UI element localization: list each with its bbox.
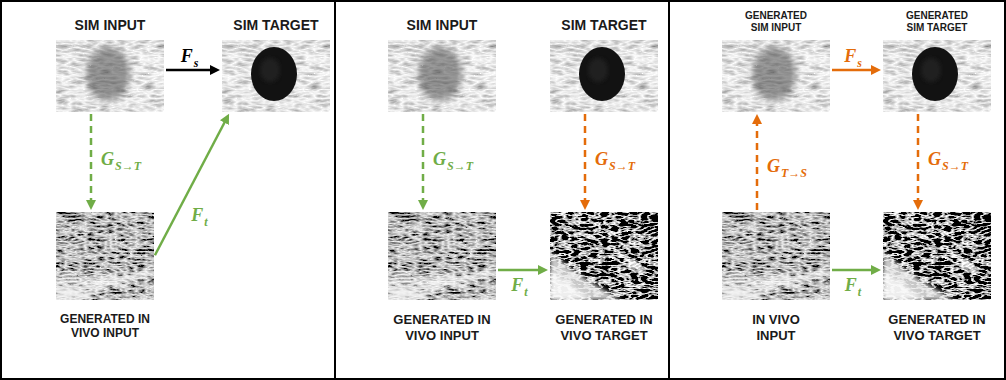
image-tile: SIM INPUT bbox=[388, 17, 496, 112]
image-label: GENERATED IN VIVO TARGET bbox=[550, 312, 658, 343]
image-area bbox=[722, 40, 830, 112]
ultrasound-image bbox=[56, 212, 154, 300]
ultrasound-image bbox=[883, 212, 991, 300]
image-label: GENERATED IN VIVO INPUT bbox=[56, 312, 154, 341]
image-tile: GENERATED IN VIVO INPUT bbox=[56, 212, 154, 341]
dashed-arrow bbox=[756, 121, 759, 210]
ultrasound-image bbox=[722, 212, 830, 300]
function-label: Fs bbox=[180, 47, 200, 65]
ultrasound-image bbox=[550, 212, 658, 300]
image-area bbox=[722, 212, 830, 300]
image-tile: GENERATED SIM INPUT bbox=[722, 10, 830, 112]
dashed-arrow bbox=[422, 114, 425, 203]
ultrasound-image bbox=[883, 40, 991, 112]
image-label: IN VIVO INPUT bbox=[741, 312, 811, 343]
function-label: GT→S bbox=[766, 157, 808, 175]
image-area bbox=[550, 40, 658, 112]
image-tile: IN VIVO INPUT bbox=[722, 212, 830, 343]
function-label: GS→T bbox=[100, 150, 142, 168]
image-area bbox=[388, 212, 496, 300]
function-label: GS→T bbox=[432, 150, 474, 168]
function-label: Ft bbox=[190, 206, 208, 224]
function-label: GS→T bbox=[927, 150, 969, 168]
image-label: GENERATED IN VIVO INPUT bbox=[388, 312, 496, 343]
image-tile: GENERATED IN VIVO TARGET bbox=[883, 212, 991, 343]
image-tile: GENERATED IN VIVO INPUT bbox=[388, 212, 496, 343]
function-label: Ft bbox=[510, 276, 528, 294]
image-area bbox=[56, 212, 154, 300]
image-area bbox=[883, 40, 991, 112]
panel-divider bbox=[334, 1, 336, 379]
image-area bbox=[883, 212, 991, 300]
ultrasound-image bbox=[56, 40, 164, 112]
image-label: SIM INPUT bbox=[56, 17, 164, 34]
image-tile: SIM TARGET bbox=[222, 17, 330, 112]
dashed-arrow bbox=[584, 114, 587, 203]
dashed-arrow bbox=[917, 114, 920, 203]
function-label: Ft bbox=[844, 276, 862, 294]
image-label: GENERATED IN VIVO TARGET bbox=[883, 312, 991, 343]
ultrasound-image bbox=[722, 40, 830, 112]
function-label: GS→T bbox=[594, 150, 636, 168]
image-label: SIM TARGET bbox=[550, 17, 658, 34]
image-area bbox=[388, 40, 496, 112]
solid-arrow bbox=[155, 120, 226, 255]
image-tile: SIM TARGET bbox=[550, 17, 658, 112]
image-area bbox=[222, 40, 330, 112]
image-label: GENERATED SIM TARGET bbox=[897, 10, 977, 34]
image-label: GENERATED SIM INPUT bbox=[736, 10, 816, 34]
image-tile: GENERATED IN VIVO TARGET bbox=[550, 212, 658, 343]
panel-divider bbox=[668, 1, 670, 379]
image-tile: GENERATED SIM TARGET bbox=[883, 10, 991, 112]
ultrasound-image bbox=[388, 40, 496, 112]
ultrasound-image bbox=[550, 40, 658, 112]
solid-arrow bbox=[498, 269, 541, 272]
dashed-arrow bbox=[90, 114, 93, 203]
image-area bbox=[56, 40, 164, 112]
solid-arrow bbox=[832, 69, 874, 72]
solid-arrow bbox=[166, 69, 213, 72]
image-label: SIM TARGET bbox=[222, 17, 330, 34]
function-label: Fs bbox=[843, 47, 863, 65]
image-area bbox=[550, 212, 658, 300]
image-tile: SIM INPUT bbox=[56, 17, 164, 112]
ultrasound-image bbox=[388, 212, 496, 300]
ultrasound-image bbox=[222, 40, 330, 112]
solid-arrow bbox=[832, 269, 874, 272]
image-label: SIM INPUT bbox=[388, 17, 496, 34]
